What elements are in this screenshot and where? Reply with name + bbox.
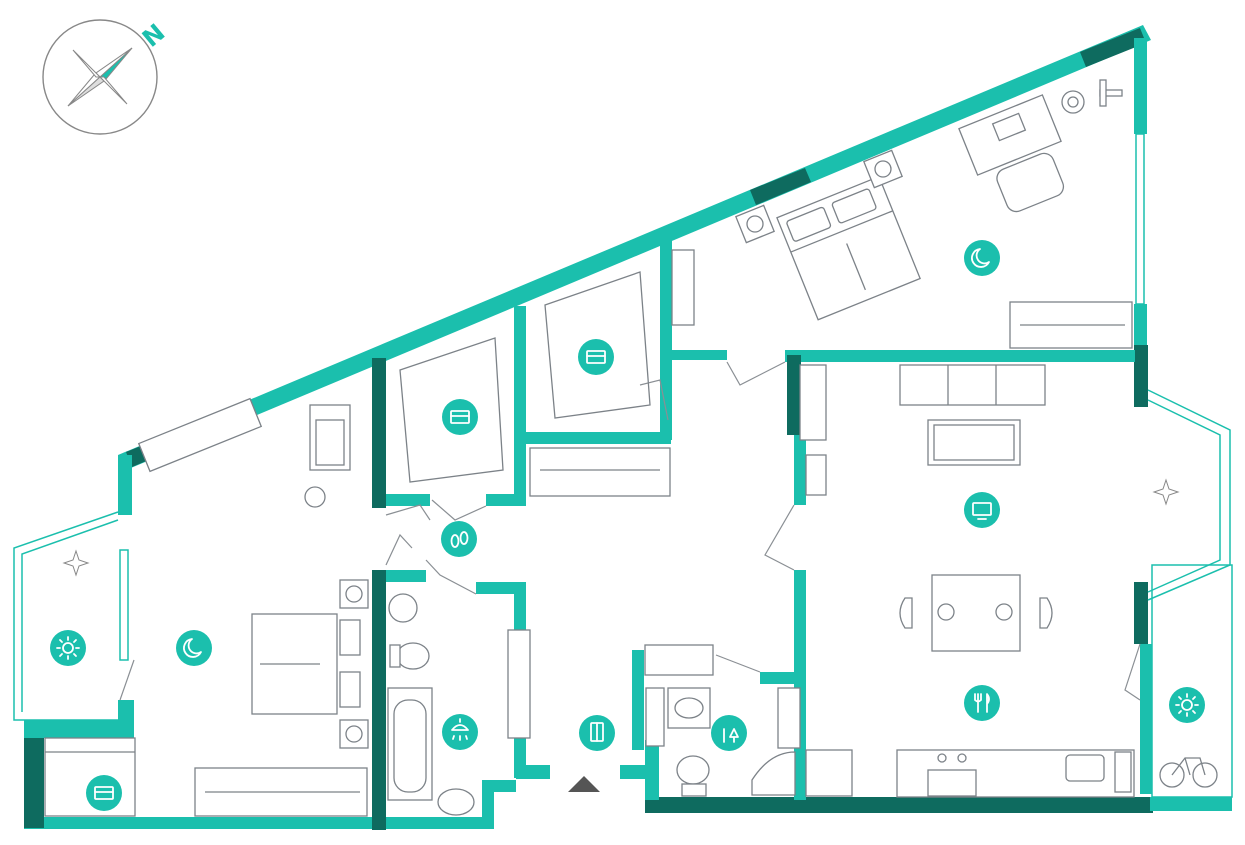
wall-living-left-dark xyxy=(787,355,801,435)
compass: N xyxy=(42,18,170,135)
lifebuoy-icon xyxy=(1061,90,1085,114)
loggia-west-outline xyxy=(13,511,119,721)
wall-east-window xyxy=(1135,133,1145,305)
nightstand-4 xyxy=(339,719,369,749)
fork-knife-icon xyxy=(964,685,1000,721)
wall-west xyxy=(118,455,132,515)
fridge xyxy=(805,749,853,797)
wall-east-lower xyxy=(1140,644,1152,794)
closet1-shelf xyxy=(399,337,504,483)
loggia-east-lower xyxy=(1151,564,1233,798)
wall-bed2-closet-bottom xyxy=(386,494,430,506)
loggia-west-compass-icon xyxy=(62,549,90,577)
sofa xyxy=(899,364,1046,406)
shower-tray xyxy=(751,751,796,796)
bookshelf xyxy=(799,364,827,441)
wall-bath-left-dark xyxy=(372,570,386,830)
storage-box-icon xyxy=(86,775,122,811)
slippers-icon xyxy=(441,521,477,557)
shower-icon xyxy=(442,714,478,750)
wall-wc-left xyxy=(632,650,644,750)
closet2-shelf xyxy=(544,271,651,419)
bedroom-moon-stars-icon xyxy=(964,240,1000,276)
compass-rose-icon xyxy=(67,47,133,107)
wall-bath-top-right xyxy=(476,582,526,594)
wall-bed2-closet3 xyxy=(24,734,134,738)
wall-west-bottom xyxy=(24,738,44,828)
wall-bed1-bottom-left xyxy=(672,350,727,360)
nightstand-1 xyxy=(735,204,775,244)
wall-south-right xyxy=(645,797,1153,813)
wall-north-dark-2 xyxy=(750,168,811,205)
dining-chair-left xyxy=(899,597,913,629)
sun-icon xyxy=(50,630,86,666)
kitchen-sink xyxy=(1065,754,1105,782)
laptop-icon xyxy=(991,112,1027,142)
fridge-nook xyxy=(805,454,827,496)
armchair xyxy=(996,152,1065,213)
interior-walls xyxy=(24,240,1135,830)
doors xyxy=(119,361,1141,701)
tv-icon xyxy=(964,492,1000,528)
wall-closet2-right xyxy=(660,240,672,440)
master-bed xyxy=(776,175,921,321)
wall-north-dark-3 xyxy=(1080,28,1146,67)
wall-living-left2 xyxy=(794,570,806,680)
wc-sink-cabinet xyxy=(667,687,711,729)
kitchen-radiator xyxy=(1114,751,1132,793)
sun-icon xyxy=(1169,687,1205,723)
dining-chair-right xyxy=(1039,597,1053,629)
wall-closet2-bottom xyxy=(526,432,671,444)
wall-east-dark-2 xyxy=(1134,582,1148,644)
nightstand-2 xyxy=(863,149,903,189)
washer-icon xyxy=(388,593,418,623)
wall-living-left xyxy=(794,435,806,505)
closet2-lower-wardrobe xyxy=(529,447,671,497)
furniture xyxy=(44,79,1218,817)
wall-bed2-closet xyxy=(372,358,386,508)
radiator-bed1 xyxy=(671,249,695,326)
bath-cabinet xyxy=(507,629,531,739)
wall-south-left xyxy=(24,817,384,829)
wall-east-dark xyxy=(1134,345,1148,407)
ball-icon xyxy=(304,486,326,508)
loggia-east-compass-icon xyxy=(1152,478,1180,506)
radiator-bed2 xyxy=(137,397,263,473)
dining-table xyxy=(931,574,1021,652)
bedroom-moon-stars-icon xyxy=(176,630,212,666)
wardrobe-icon xyxy=(579,715,615,751)
entrance-arrow-icon xyxy=(568,776,600,792)
wall-east-upper xyxy=(1134,38,1147,134)
loggia-east-outline xyxy=(1147,389,1231,601)
wall-east-mid xyxy=(1134,304,1147,354)
wall-closet1-right xyxy=(514,306,526,506)
wall-south-bath-step2 xyxy=(482,780,516,792)
nightstand-3 xyxy=(339,579,369,609)
wardrobe-closet3 xyxy=(44,737,136,817)
wall-west-bottom2 xyxy=(24,720,134,734)
towel-rack xyxy=(644,644,714,676)
wall-south-bath xyxy=(384,817,494,829)
wc-cabinet xyxy=(777,687,801,749)
dumbbell-icon-1 xyxy=(1099,79,1123,107)
storage-box-icon xyxy=(442,399,478,435)
storage-box-icon xyxy=(578,339,614,375)
room-badges xyxy=(50,240,1205,811)
wall-bed1-bottom-right xyxy=(785,350,1135,362)
wall-west-window xyxy=(119,549,129,661)
toilet-bath xyxy=(396,642,430,670)
bicycle-icon xyxy=(1159,757,1218,788)
wall-bath-top xyxy=(386,570,426,582)
male-female-icon xyxy=(711,715,747,751)
wc-toilet xyxy=(676,755,710,785)
wall-south-entry-right2 xyxy=(645,740,659,800)
loggias xyxy=(13,389,1233,811)
bath-sink xyxy=(437,788,475,816)
